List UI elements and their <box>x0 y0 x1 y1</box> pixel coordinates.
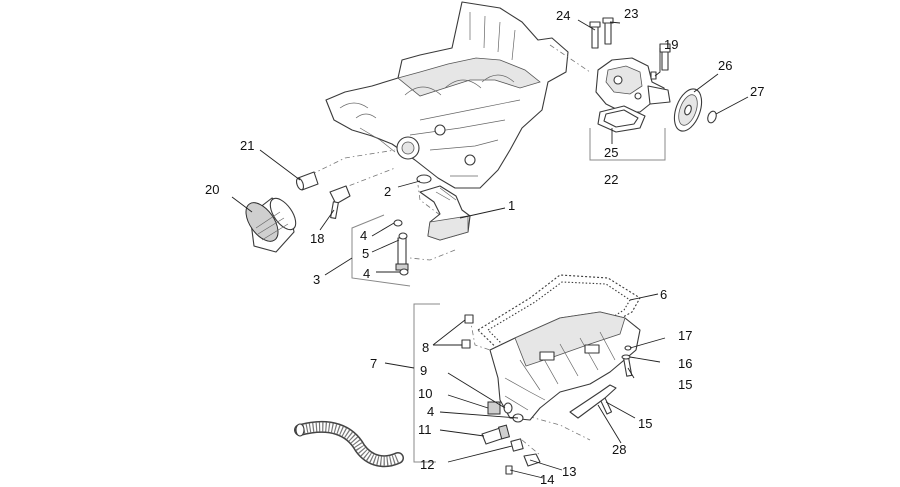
washer-9 <box>503 402 513 414</box>
callout-13: 13 <box>562 464 576 479</box>
callout-27: 27 <box>750 84 764 99</box>
callout-7: 7 <box>370 356 377 371</box>
leader-lines <box>231 19 749 479</box>
screw-14 <box>505 465 513 475</box>
callout-16: 16 <box>678 356 692 371</box>
callout-1: 1 <box>508 198 515 213</box>
sleeve <box>510 438 524 452</box>
oil-tube-5 <box>395 237 409 271</box>
oil-hose-12 <box>294 420 404 468</box>
callout-21: 21 <box>240 138 254 153</box>
callout-28: 28 <box>612 442 626 457</box>
washer-16 <box>621 354 631 360</box>
callout-4-bottom: 4 <box>363 266 370 281</box>
callout-19: 19 <box>664 37 678 52</box>
callout-10: 10 <box>418 386 432 401</box>
callout-25: 25 <box>604 145 618 160</box>
o-ring-4a <box>393 219 403 227</box>
crankcase <box>325 1 569 189</box>
bracket-28 <box>569 384 617 419</box>
o-ring-4c <box>399 268 409 276</box>
callout-23: 23 <box>624 6 638 21</box>
bolt-24 <box>589 21 601 49</box>
callout-4-top: 4 <box>360 228 367 243</box>
callout-22: 22 <box>604 172 618 187</box>
callout-9: 9 <box>420 363 427 378</box>
callout-14: 14 <box>540 472 554 487</box>
callout-24: 24 <box>556 8 570 23</box>
bolt-23 <box>602 17 614 45</box>
callout-12: 12 <box>420 457 434 472</box>
oil-sump-7 <box>489 311 641 421</box>
callout-11: 11 <box>418 422 432 437</box>
o-ring-2 <box>416 174 432 184</box>
callout-18: 18 <box>310 231 324 246</box>
callout-labels: 1 2 3 4 4 4 5 6 7 8 9 10 11 12 13 14 15 … <box>205 6 764 487</box>
callout-4-sump: 4 <box>427 404 434 419</box>
clamp-13 <box>523 453 541 467</box>
callout-15-upper: 15 <box>678 377 692 392</box>
callout-17: 17 <box>678 328 692 343</box>
bolt-15a <box>623 357 633 377</box>
callout-20: 20 <box>205 182 219 197</box>
o-ring-4b <box>398 232 408 240</box>
bracket-3 <box>351 214 411 287</box>
fitting-11 <box>481 424 511 445</box>
impeller-26 <box>673 88 703 132</box>
water-pump <box>595 43 671 133</box>
pressure-sensor-18 <box>329 185 351 219</box>
callout-3: 3 <box>313 272 320 287</box>
fitting-21 <box>295 171 319 191</box>
callout-15-lower: 15 <box>638 416 652 431</box>
oil-filter-20 <box>245 197 297 253</box>
o-ring-27 <box>707 110 717 124</box>
dowel-8 <box>461 314 474 349</box>
oil-strainer-1 <box>419 185 471 241</box>
callout-5: 5 <box>362 246 369 261</box>
callout-8: 8 <box>422 340 429 355</box>
callout-26: 26 <box>718 58 732 73</box>
callout-2: 2 <box>384 184 391 199</box>
callout-6: 6 <box>660 287 667 302</box>
